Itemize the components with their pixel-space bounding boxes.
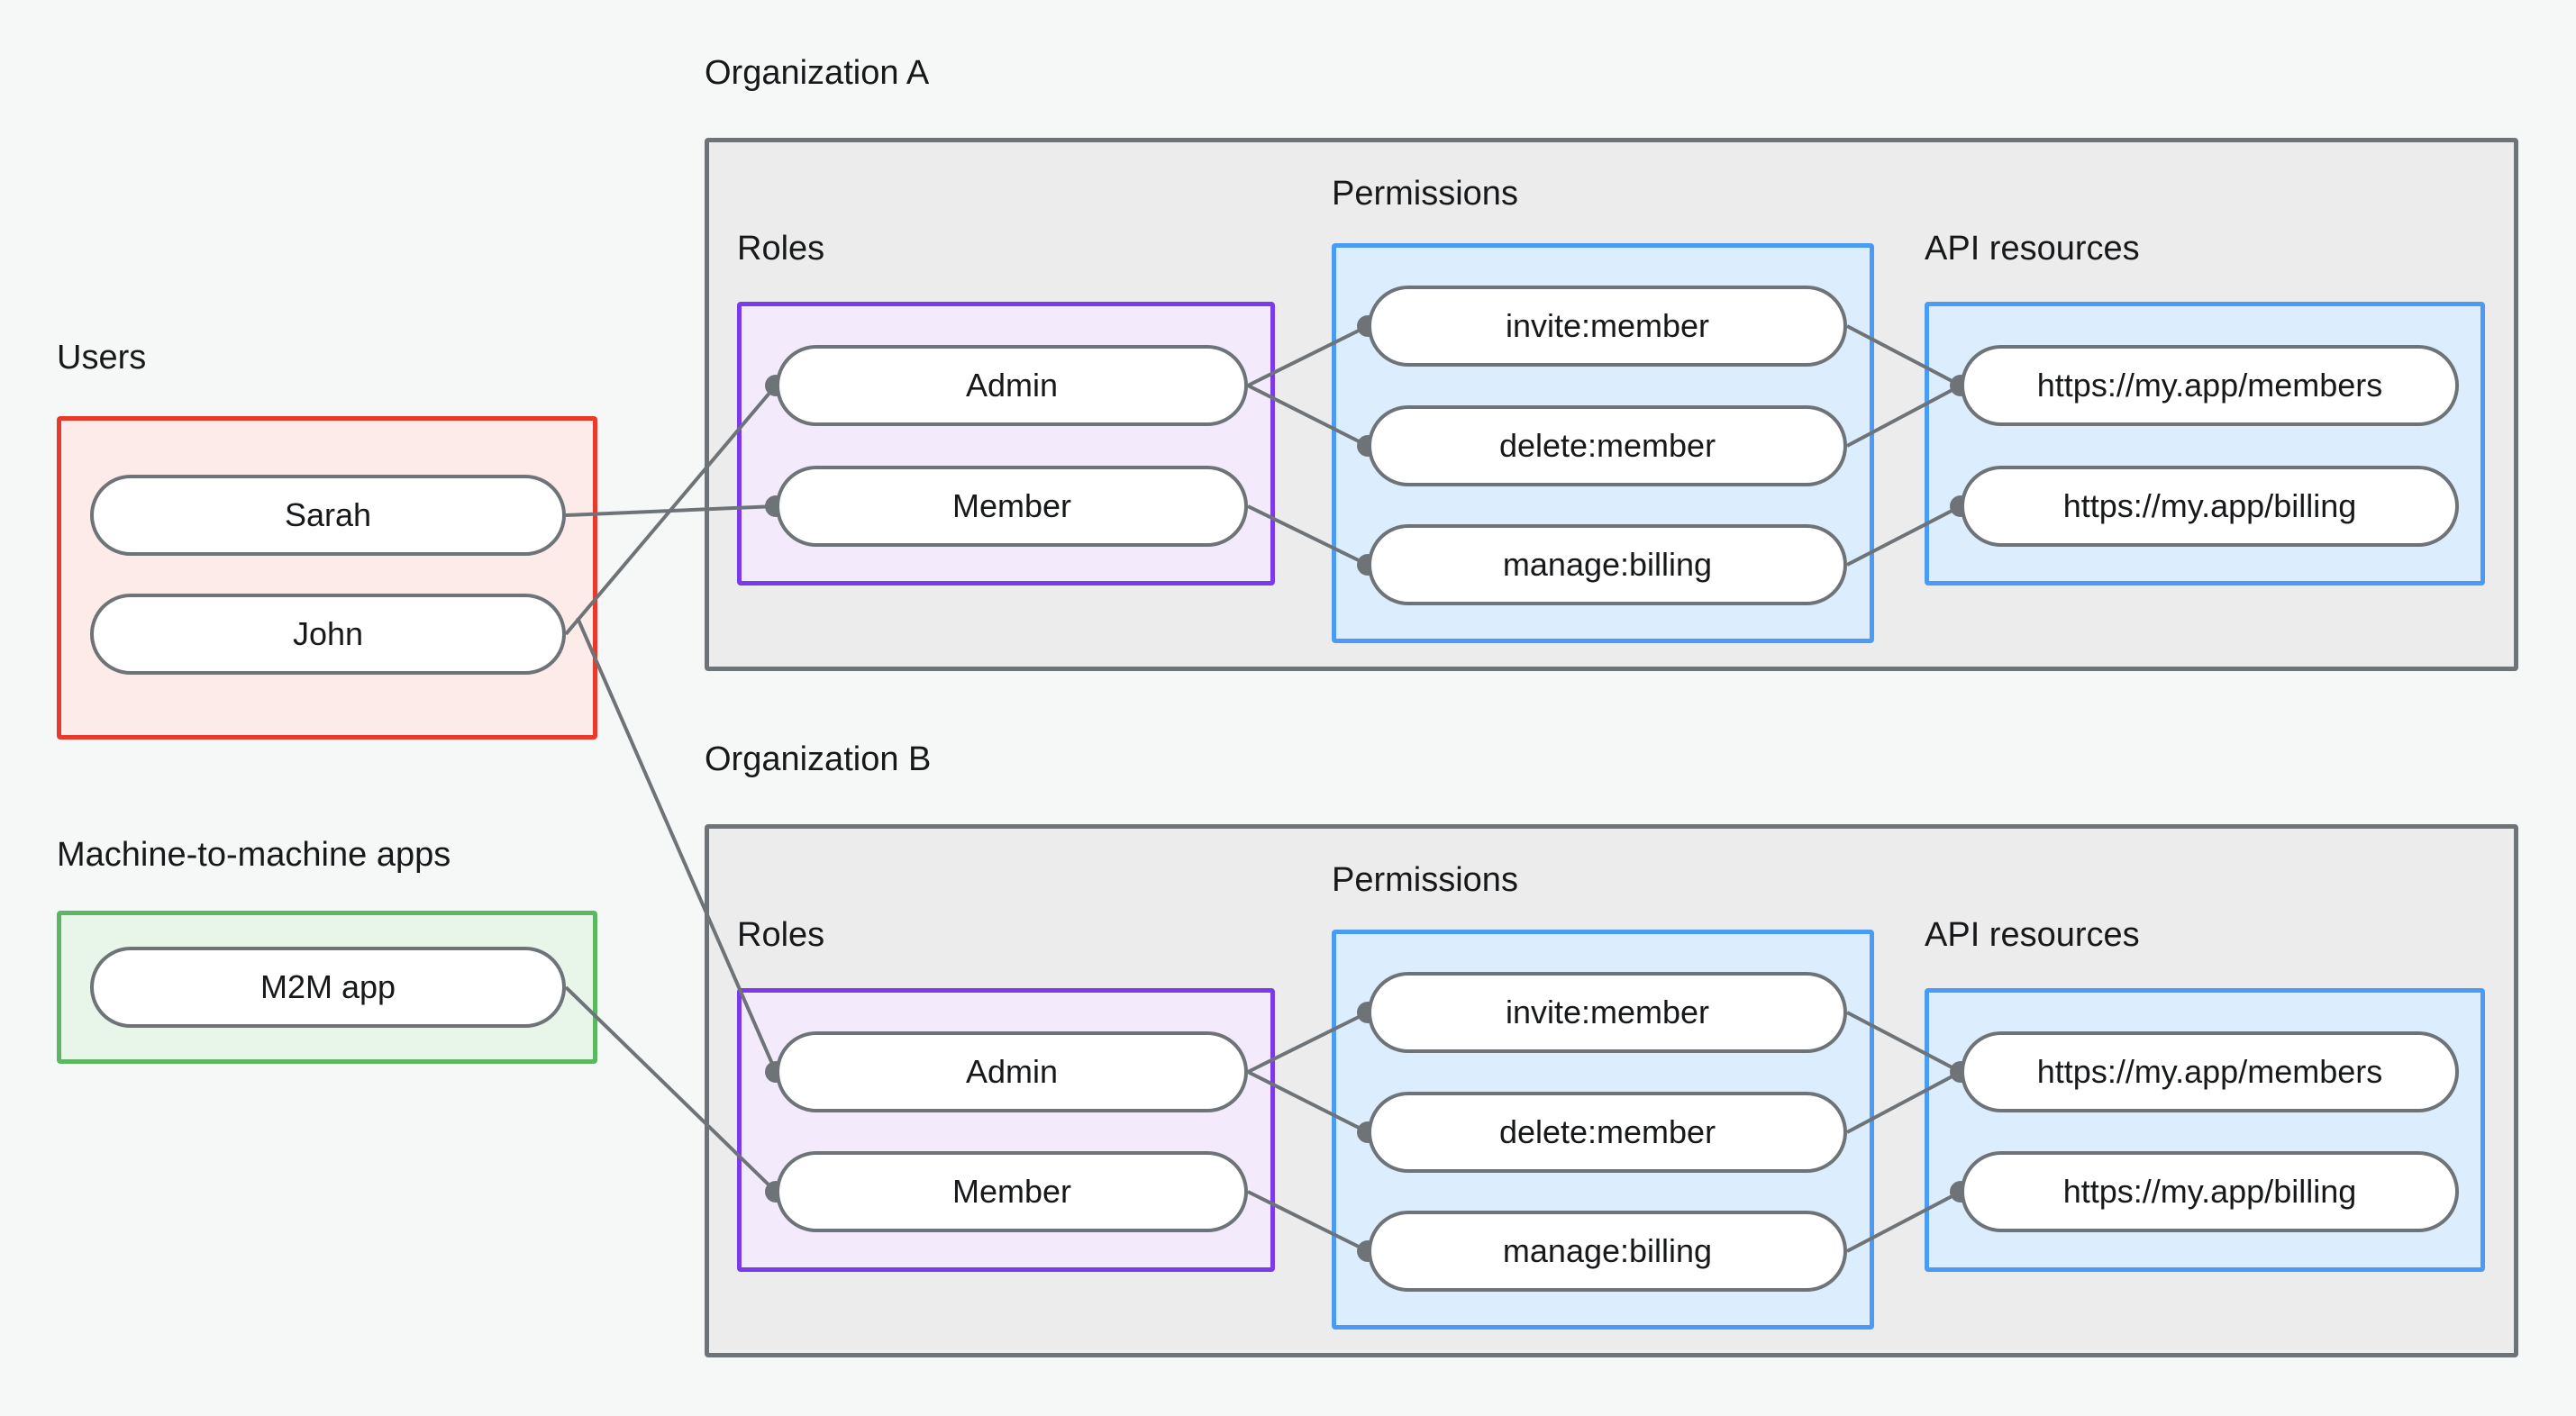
org-b-api-resource-members[interactable]: https://my.app/members bbox=[1961, 1031, 2459, 1112]
org-a-permission-invite-member[interactable]: invite:member bbox=[1368, 286, 1847, 367]
org-a-api-resources-caption: API resources bbox=[1925, 230, 2140, 268]
org-b-permission-manage-billing[interactable]: manage:billing bbox=[1368, 1211, 1847, 1292]
org-a-permission-manage-billing[interactable]: manage:billing bbox=[1368, 524, 1847, 605]
org-b-permission-delete-member[interactable]: delete:member bbox=[1368, 1092, 1847, 1173]
org-a-permission-delete-member[interactable]: delete:member bbox=[1368, 405, 1847, 486]
org-b-role-admin[interactable]: Admin bbox=[776, 1031, 1248, 1112]
org-a-roles-caption: Roles bbox=[737, 230, 825, 268]
user-node-sarah[interactable]: Sarah bbox=[90, 475, 566, 556]
org-b-role-member[interactable]: Member bbox=[776, 1151, 1248, 1232]
org-a-api-resource-billing[interactable]: https://my.app/billing bbox=[1961, 466, 2459, 547]
org-b-roles-caption: Roles bbox=[737, 916, 825, 954]
org-b-permission-invite-member[interactable]: invite:member bbox=[1368, 972, 1847, 1053]
m2m-node-app[interactable]: M2M app bbox=[90, 947, 566, 1028]
users-caption: Users bbox=[57, 339, 147, 377]
user-node-john[interactable]: John bbox=[90, 594, 566, 675]
org-a-api-resource-members[interactable]: https://my.app/members bbox=[1961, 345, 2459, 426]
org-a-permissions-caption: Permissions bbox=[1332, 175, 1518, 213]
m2m-caption: Machine-to-machine apps bbox=[57, 836, 451, 874]
org-b-caption: Organization B bbox=[705, 740, 932, 778]
users-group-box bbox=[57, 416, 597, 740]
org-a-role-admin[interactable]: Admin bbox=[776, 345, 1248, 426]
org-b-api-resources-caption: API resources bbox=[1925, 916, 2140, 954]
org-b-api-resource-billing[interactable]: https://my.app/billing bbox=[1961, 1151, 2459, 1232]
org-a-caption: Organization A bbox=[705, 54, 930, 92]
org-a-role-member[interactable]: Member bbox=[776, 466, 1248, 547]
org-b-permissions-caption: Permissions bbox=[1332, 861, 1518, 899]
